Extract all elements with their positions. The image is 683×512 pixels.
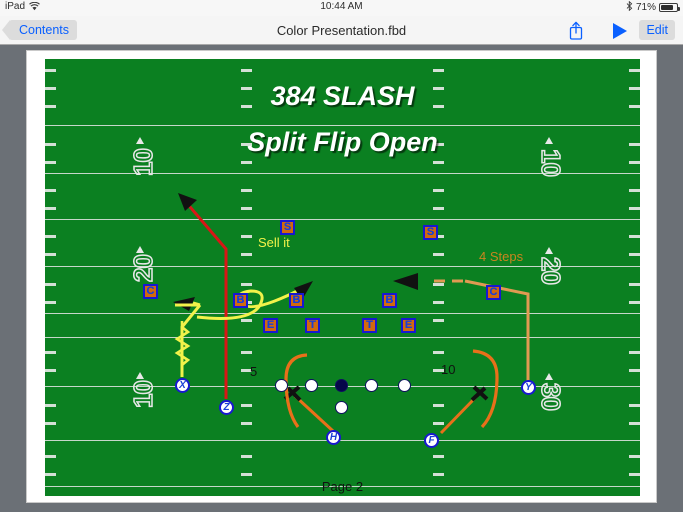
defender-label: B bbox=[292, 294, 301, 306]
defender-label: C bbox=[146, 285, 155, 297]
battery-icon bbox=[659, 3, 680, 12]
annotation-yard-5: 5 bbox=[250, 364, 258, 379]
field-direction-arrow bbox=[135, 137, 145, 145]
defender-label: T bbox=[309, 319, 316, 331]
route-f-orange bbox=[439, 385, 489, 435]
offensive-lineman[interactable] bbox=[398, 379, 411, 392]
route-z-red bbox=[178, 193, 228, 399]
edit-button-label: Edit bbox=[646, 23, 668, 37]
navigation-bar: Color Presentation.fbd Contents Edit bbox=[0, 16, 683, 45]
play-title-line1: 384 SLASH bbox=[270, 81, 415, 111]
field-direction-arrow bbox=[135, 372, 145, 380]
play-routes-overlay bbox=[173, 193, 530, 435]
play-title-line2: Split Flip Open bbox=[247, 127, 438, 157]
defender-label: C bbox=[489, 286, 498, 298]
route-x-yellow bbox=[173, 297, 202, 377]
hash-marks-left bbox=[45, 59, 56, 496]
device-label: iPad bbox=[5, 1, 26, 12]
defender-label: E bbox=[266, 319, 275, 331]
offensive-lineman[interactable] bbox=[305, 379, 318, 392]
annotation-4-steps: 4 Steps bbox=[479, 249, 524, 264]
defender-label: B bbox=[236, 294, 245, 306]
share-icon[interactable] bbox=[567, 21, 585, 40]
annotation-yard-10: 10 bbox=[441, 362, 456, 377]
defender-label: S bbox=[426, 226, 435, 238]
player-label: H bbox=[329, 431, 338, 443]
defender-corner-right[interactable]: C bbox=[486, 285, 501, 300]
receiver-x[interactable]: X bbox=[175, 378, 190, 393]
contents-back-label: Contents bbox=[19, 23, 70, 37]
yard-line bbox=[45, 337, 640, 338]
yard-line bbox=[45, 313, 640, 314]
status-clock: 10:44 AM bbox=[320, 1, 363, 12]
defender-label: E bbox=[404, 319, 413, 331]
route-h-orange bbox=[283, 385, 335, 433]
center-ball[interactable] bbox=[335, 379, 348, 392]
defender-linebacker-left[interactable]: B bbox=[233, 293, 248, 308]
hash-marks-right bbox=[629, 59, 640, 496]
defender-corner-left[interactable]: C bbox=[143, 284, 158, 299]
hash-marks-mid-left bbox=[241, 59, 252, 496]
defender-label: T bbox=[366, 319, 373, 331]
play-icon[interactable] bbox=[613, 23, 627, 39]
bluetooth-icon bbox=[626, 0, 633, 14]
player-label: Z bbox=[223, 401, 230, 413]
status-left: iPad bbox=[5, 1, 40, 12]
hash-marks-mid-right bbox=[433, 59, 444, 496]
defender-end-left[interactable]: E bbox=[263, 318, 278, 333]
status-bar: iPad 10:44 AM 71% bbox=[0, 0, 683, 16]
field-direction-arrow bbox=[135, 246, 145, 254]
defender-label: S bbox=[283, 221, 292, 233]
receiver-y[interactable]: Y bbox=[521, 380, 536, 395]
battery-percent-label: 71% bbox=[635, 2, 656, 13]
defender-tackle-left[interactable]: T bbox=[305, 318, 320, 333]
back-h[interactable]: H bbox=[326, 430, 341, 445]
page-label: Page 2 bbox=[321, 479, 364, 494]
player-label: Y bbox=[525, 381, 532, 393]
yard-line bbox=[45, 219, 640, 220]
document-page: 10 20 10 10 20 30 bbox=[26, 50, 657, 503]
offensive-lineman[interactable] bbox=[365, 379, 378, 392]
defender-tackle-right[interactable]: T bbox=[362, 318, 377, 333]
player-label: X bbox=[179, 379, 186, 391]
yard-line bbox=[45, 173, 640, 174]
yard-line bbox=[45, 440, 640, 441]
defender-safety-right[interactable]: S bbox=[423, 225, 438, 240]
defender-label: B bbox=[385, 294, 394, 306]
defender-linebacker-right[interactable]: B bbox=[382, 293, 397, 308]
route-slash-yellow bbox=[196, 281, 313, 320]
yard-line bbox=[45, 125, 640, 126]
coverage-arc-left bbox=[284, 353, 308, 428]
player-label: F bbox=[428, 434, 435, 446]
back-f[interactable]: F bbox=[424, 433, 439, 448]
football-field: 10 20 10 10 20 30 bbox=[45, 59, 640, 496]
defender-end-right[interactable]: E bbox=[401, 318, 416, 333]
yard-line bbox=[45, 486, 640, 487]
coverage-arc-right bbox=[472, 349, 499, 429]
field-direction-arrow bbox=[544, 247, 554, 255]
defender-safety-left[interactable]: S bbox=[280, 220, 295, 235]
document-title: Color Presentation.fbd bbox=[276, 22, 407, 38]
contents-back-button[interactable]: Contents bbox=[1, 20, 78, 40]
defender-linebacker-mid[interactable]: B bbox=[289, 293, 304, 308]
yard-line bbox=[45, 266, 640, 267]
field-direction-arrow bbox=[544, 373, 554, 381]
receiver-z[interactable]: Z bbox=[219, 400, 234, 415]
field-direction-arrow bbox=[544, 137, 554, 145]
status-right: 71% bbox=[626, 0, 680, 14]
annotation-sell-it: Sell it bbox=[258, 235, 290, 250]
wifi-icon bbox=[29, 1, 40, 11]
quarterback[interactable] bbox=[335, 401, 348, 414]
edit-button[interactable]: Edit bbox=[639, 20, 675, 40]
offensive-lineman[interactable] bbox=[275, 379, 288, 392]
